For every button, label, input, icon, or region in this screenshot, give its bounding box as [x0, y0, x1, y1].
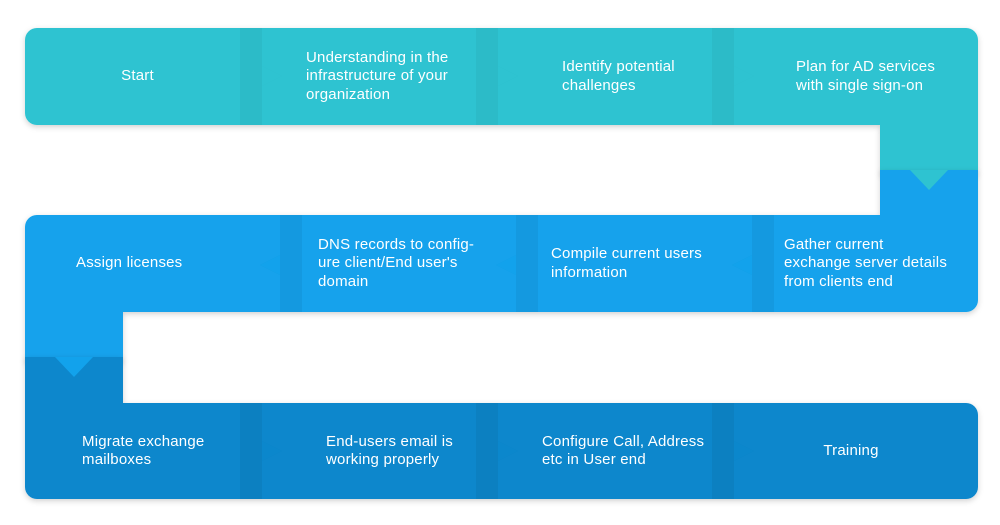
chevron-left-icon — [732, 215, 774, 312]
step-gather-exchange-details: Gather current exchange server details f… — [784, 215, 974, 312]
step-label-text: Training — [823, 441, 879, 459]
row-3-dividers — [240, 403, 754, 499]
chevron-left-icon — [496, 255, 516, 275]
chevron-right-icon — [476, 28, 518, 125]
chevron-left-icon — [260, 215, 302, 312]
step-configure-call-address: Configure Call, Address etc in User end — [542, 403, 727, 499]
step-label-text: DNS records to config- ure client/End us… — [318, 235, 475, 290]
step-identify-challenges: Identify potential challenges — [562, 28, 722, 125]
chevron-right-icon — [734, 441, 754, 461]
chevron-right-icon — [240, 28, 282, 125]
step-migrate-mailboxes: Migrate exchange mailboxes — [82, 403, 242, 499]
chevron-right-icon — [262, 66, 282, 86]
chevron-left-icon — [496, 215, 538, 312]
step-label-text: Compile current users information — [551, 245, 702, 281]
chevron-right-icon — [240, 403, 282, 499]
step-label-text: Configure Call, Address etc in User end — [542, 432, 705, 469]
arrow-down-icon — [910, 170, 948, 190]
step-email-working: End-users email is working properly — [326, 403, 486, 499]
connector-2-3 — [25, 300, 123, 362]
step-label-text: Start — [121, 67, 154, 85]
step-label-text: Migrate exchange mailboxes — [82, 432, 205, 469]
connector-1-2 — [880, 110, 978, 174]
step-label-text: Gather current exchange server details f… — [784, 235, 948, 290]
step-label-text: Plan for AD services with single sign-on — [796, 58, 936, 94]
step-understand-infrastructure: Understanding in the infrastructure of y… — [306, 28, 486, 125]
row-1-dividers — [240, 28, 948, 190]
step-plan-ad-services: Plan for AD services with single sign-on — [796, 28, 971, 125]
chevron-right-icon — [476, 403, 518, 499]
step-compile-users-info: Compile current users information — [551, 215, 731, 312]
chevron-left-icon — [260, 255, 280, 275]
step-label-text: Understanding in the infrastructure of y… — [306, 48, 449, 103]
step-label-text: End-users email is working properly — [326, 432, 453, 469]
arrow-down-icon — [55, 357, 93, 377]
chevron-right-icon — [498, 66, 518, 86]
step-training: Training — [760, 403, 942, 499]
connector-bottom-corner — [25, 403, 45, 423]
step-start: Start — [40, 28, 235, 125]
step-assign-licenses: Assign licenses — [76, 215, 246, 312]
chevron-left-icon — [732, 255, 752, 275]
chevron-right-icon — [262, 441, 282, 461]
step-label-text: Assign licenses — [76, 254, 183, 272]
chevron-right-icon — [712, 28, 754, 125]
row-2-dividers — [55, 215, 774, 377]
chevron-right-icon — [734, 66, 754, 86]
chevron-right-icon — [712, 403, 754, 499]
step-dns-records: DNS records to config- ure client/End us… — [318, 215, 498, 312]
step-label-text: Identify potential challenges — [562, 58, 675, 94]
chevron-right-icon — [498, 441, 518, 461]
